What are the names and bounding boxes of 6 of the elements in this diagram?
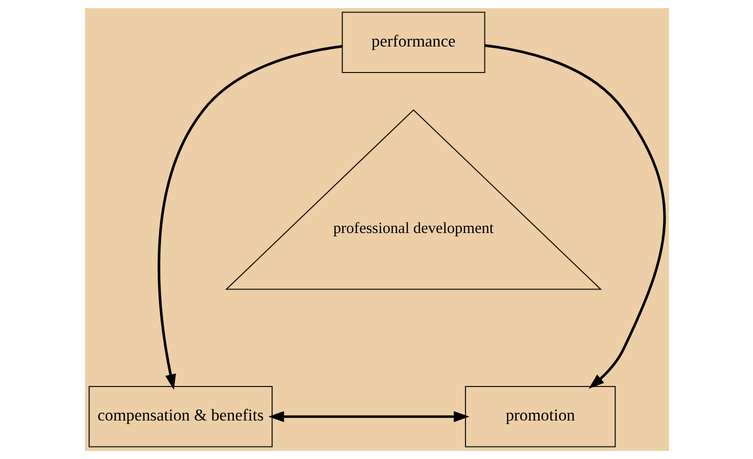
arrow [157,45,342,390]
node-box: compensation & benefits [88,386,272,448]
arrow [484,44,666,389]
node-box: performance [341,12,485,74]
arrow [268,411,469,422]
node-box: promotion [464,386,616,448]
